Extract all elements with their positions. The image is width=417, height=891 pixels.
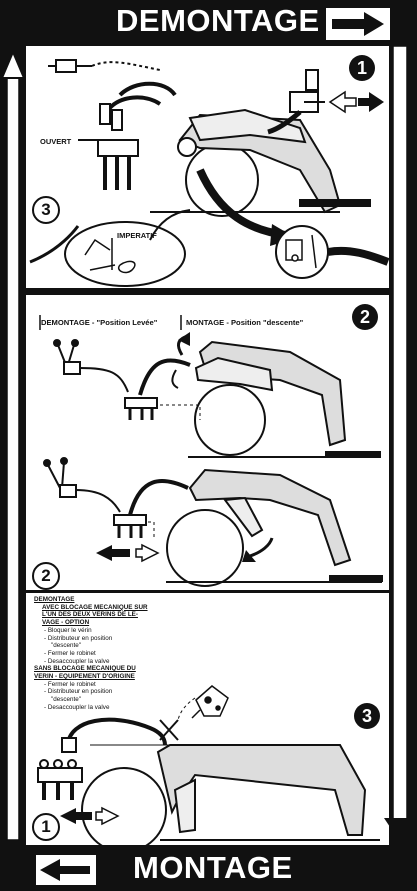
left-arrow-icon	[34, 853, 98, 887]
instructions-title: DEMONTAGE	[34, 596, 75, 603]
step-2-badge: 2	[352, 304, 378, 330]
section1-title-line3: VAGE - OPTION	[42, 619, 90, 627]
section1-item: - Bloquer le vérin	[44, 626, 92, 634]
section1-item: - Desaccoupler la valve	[44, 657, 110, 665]
section1-item: - Fermer le robinet	[44, 649, 96, 657]
step-1-badge: 1	[349, 55, 375, 81]
step-1-outline-badge: 1	[32, 813, 60, 841]
section1-title-line1: AVEC BLOCAGE MECANIQUE SUR	[42, 603, 148, 611]
section2-item: "descente"	[51, 696, 82, 704]
section1-item: - Distributeur en position	[44, 634, 113, 642]
section1-title-line2: L'UN DES DEUX VERINS DE LE-	[42, 611, 138, 619]
label-ouvert: OUVERT	[40, 137, 72, 146]
section2-title-line1: SANS BLOCAGE MECANIQUE DU	[34, 665, 136, 673]
step-3-badge: 3	[354, 703, 380, 729]
bottom-banner: MONTAGE	[0, 845, 417, 891]
label-montage-position-descente: MONTAGE - Position "descente"	[186, 318, 304, 327]
right-arrow-icon	[324, 6, 392, 42]
step-2-outline-badge: 2	[32, 562, 60, 590]
section1-item: "descente"	[51, 642, 82, 650]
label-imperatif: IMPERATIF	[117, 231, 157, 240]
section2-item: - Desaccoupler la valve	[44, 703, 110, 711]
label-demontage-position-levee: DEMONTAGE - "Position Levée"	[41, 318, 158, 327]
banner-title-demontage: DEMONTAGE	[116, 3, 320, 38]
banner-title-montage: MONTAGE	[133, 850, 293, 885]
section2-item: - Fermer le robinet	[44, 680, 96, 688]
top-banner: DEMONTAGE	[0, 0, 417, 46]
section2-title-line2: VERIN - EQUIPEMENT D'ORIGINE	[34, 673, 135, 681]
instructions-text: DEMONTAGE AVEC BLOCAGE MECANIQUE SUR L'U…	[34, 596, 194, 712]
step-3-outline-badge-top: 3	[32, 196, 60, 224]
section2-item: - Distributeur en position	[44, 688, 113, 696]
